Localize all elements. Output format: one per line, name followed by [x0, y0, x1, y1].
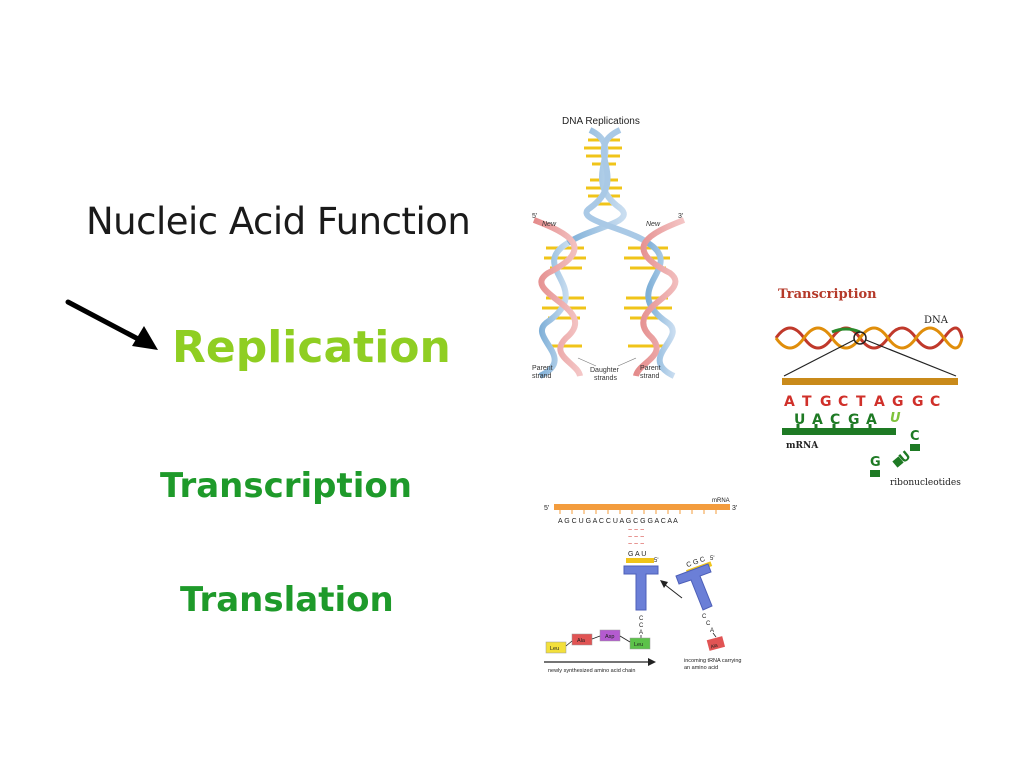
svg-text:T: T: [856, 394, 866, 410]
svg-text:Ala: Ala: [577, 638, 586, 644]
right-helix-pink: [633, 217, 686, 378]
svg-text:Leu: Leu: [550, 646, 559, 652]
left-helix-pink: [532, 217, 583, 378]
mrna-sequence: U A C G A: [794, 412, 877, 428]
svg-text:Leu: Leu: [634, 642, 643, 648]
left-five-prime-label: 5': [532, 213, 537, 220]
right-three-prime-label: 3': [678, 213, 683, 220]
transcription-figure-title: Transcription: [778, 287, 877, 302]
dna-sequence: A T G C T A G G C: [784, 394, 940, 410]
incoming-caption-1: incoming tRNA carrying: [684, 658, 741, 664]
trna-right: [675, 563, 713, 611]
ribonucleotides-label: ribonucleotides: [890, 478, 961, 488]
svg-text:C: C: [702, 614, 707, 620]
svg-text:C: C: [830, 412, 840, 428]
pointer-arrow-icon: [65, 299, 158, 350]
mrna-label: mRNA: [786, 441, 819, 451]
transcription-figure: Transcription DNA A T G C T A G G C U A …: [774, 287, 964, 488]
svg-text:G: G: [848, 412, 860, 428]
svg-text:A: A: [784, 394, 795, 410]
right-helix-blue: [645, 240, 676, 379]
acceptor-right: C C A: [702, 614, 714, 634]
svg-text:C: C: [639, 616, 644, 622]
svg-text:U: U: [890, 411, 901, 426]
base-pairing-marks: ~ ~ ~~ ~ ~~ ~ ~: [628, 527, 644, 548]
svg-text:A: A: [710, 628, 714, 634]
topic-translation: Translation: [180, 580, 394, 620]
dna-replication-title: DNA Replications: [562, 116, 640, 127]
slide-title: Nucleic Acid Function: [86, 200, 471, 243]
svg-text:G: G: [892, 394, 904, 410]
svg-text:~ ~ ~: ~ ~ ~: [628, 534, 644, 541]
svg-text:G: G: [870, 455, 881, 470]
svg-text:A: A: [812, 412, 823, 428]
svg-text:C: C: [838, 394, 848, 410]
mrna-label-translation: mRNA: [712, 498, 730, 504]
svg-text:C: C: [930, 394, 940, 410]
svg-text:C: C: [910, 429, 920, 444]
topic-replication: Replication: [172, 322, 451, 373]
svg-text:G: G: [912, 394, 924, 410]
svg-text:G: G: [820, 394, 832, 410]
svg-text:~ ~ ~: ~ ~ ~: [628, 527, 644, 534]
daughter-strands-label-2: strands: [594, 375, 617, 382]
translation-figure: mRNA 5' 3' A G C U G A C C U A G C G G A…: [544, 498, 741, 674]
amino-acid-leu-1: [545, 641, 567, 654]
acceptor-left: C C A: [639, 616, 644, 636]
anticodon-left: G A U: [628, 551, 646, 558]
amino-acid-asp: [599, 629, 621, 642]
parent-helix-strand-b: [583, 127, 650, 246]
amino-acid-ala: [571, 633, 593, 646]
svg-text:A: A: [866, 412, 877, 428]
daughter-strands-label-1: Daughter: [590, 367, 619, 374]
svg-text:A: A: [639, 630, 643, 636]
chain-caption: newly synthesized amino acid chain: [548, 668, 635, 674]
svg-text:~ ~ ~: ~ ~ ~: [628, 541, 644, 548]
svg-text:U: U: [794, 412, 805, 428]
incoming-caption-2: an amino acid: [684, 665, 718, 671]
trna-left: [623, 565, 659, 611]
left-new-label: New: [542, 221, 557, 228]
parent-strand-left-label-1: Parent: [532, 365, 553, 372]
left-helix-blue: [538, 240, 570, 379]
svg-text:Asp: Asp: [605, 634, 614, 640]
dna-replication-figure: DNA Replications 5' 3' New New: [532, 116, 686, 382]
right-new-label: New: [646, 221, 661, 228]
svg-text:C: C: [639, 623, 644, 629]
incoming-amino-acid: Ala: [710, 643, 719, 651]
mrna-five-prime: 5': [544, 505, 549, 512]
topic-transcription: Transcription: [160, 466, 412, 506]
amino-acid-leu-2: [629, 637, 651, 650]
anticodon-right-end: 5': [710, 556, 714, 562]
anticodon-left-end: 5': [654, 558, 658, 564]
svg-text:C: C: [706, 621, 711, 627]
svg-text:T: T: [802, 394, 812, 410]
parent-strand-right-label-1: Parent: [640, 365, 661, 372]
mrna-sequence-translation: A G C U G A C C U A G C G G A C A A: [558, 518, 678, 525]
parent-strand-right-label-2: strand: [640, 373, 660, 380]
parent-strand-left-label-2: strand: [532, 373, 552, 380]
svg-text:A: A: [874, 394, 885, 410]
dna-label: DNA: [924, 315, 949, 326]
mrna-three-prime: 3': [732, 505, 737, 512]
